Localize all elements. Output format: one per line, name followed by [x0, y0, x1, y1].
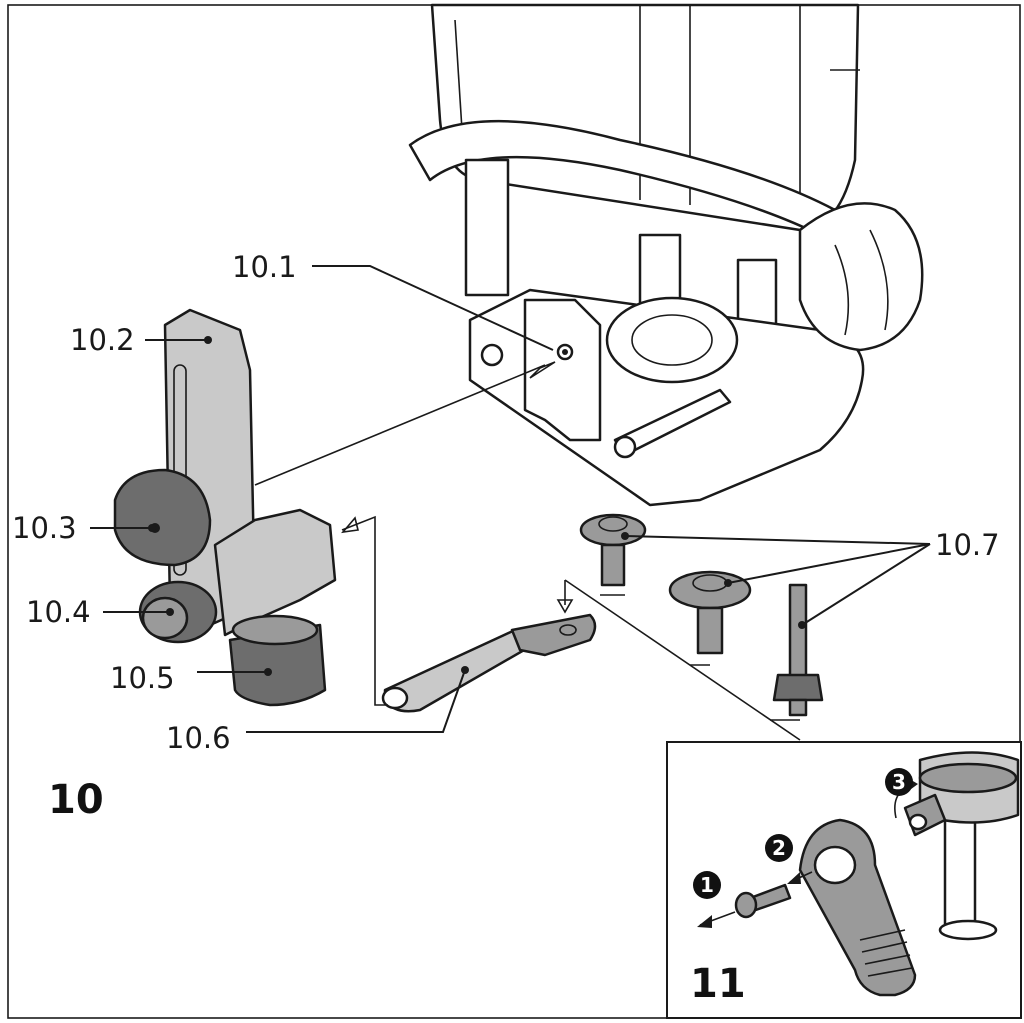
figure-number-10: 10 — [48, 777, 104, 823]
assembly-lines — [254, 361, 801, 741]
step-3-label: 3 — [892, 770, 906, 794]
callout-10-6: 10.6 — [166, 721, 231, 755]
callout-10-2: 10.2 — [70, 323, 135, 357]
callout-10-5: 10.5 — [110, 661, 175, 695]
step-1-badge — [693, 871, 721, 899]
threaded-pin — [788, 583, 808, 682]
clamp-knob — [113, 468, 212, 567]
step-3-badge — [885, 768, 913, 796]
inset-pin — [943, 803, 977, 932]
mounting-bracket — [523, 298, 602, 442]
step-1-label: 1 — [700, 873, 714, 897]
guide-assembly — [113, 308, 597, 713]
step-2-label: 2 — [772, 836, 786, 860]
callout-10-7: 10.7 — [935, 528, 1000, 562]
guide-column-left — [464, 158, 510, 297]
inset-figure-11: 1 2 3 11 — [666, 741, 1022, 1019]
spindle — [638, 233, 682, 307]
router-knob — [798, 202, 924, 352]
leader-lines — [90, 265, 931, 733]
callout-10-3: 10.3 — [12, 511, 77, 545]
washer-screw-middle — [668, 570, 752, 610]
rod-end-lug — [510, 613, 597, 657]
figure-number-11: 11 — [690, 961, 746, 1007]
router-body — [408, 3, 924, 507]
washer-screw-top — [579, 513, 647, 547]
base-opening — [605, 296, 739, 384]
callout-10-1: 10.1 — [232, 250, 297, 284]
guide-bar-slot — [173, 364, 187, 576]
callout-10-4: 10.4 — [26, 595, 91, 629]
step-2-badge — [765, 834, 793, 862]
lower-clamp-knob — [228, 623, 327, 707]
